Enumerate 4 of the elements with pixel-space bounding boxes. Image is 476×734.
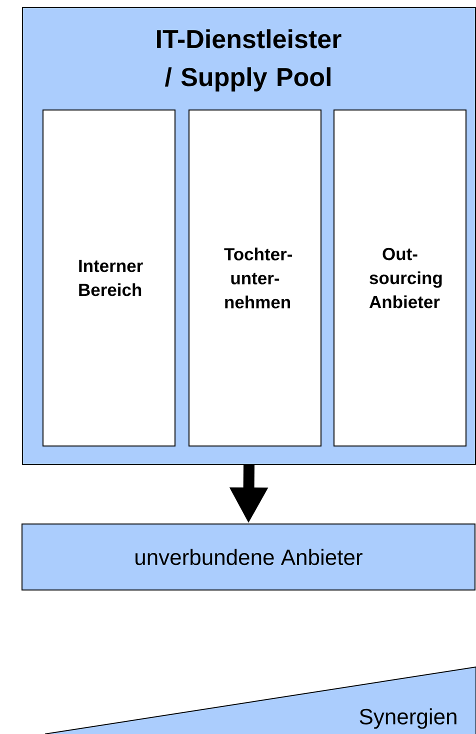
process-box: unverbundene Anbieter	[22, 524, 476, 590]
column-box: Out- sourcing Anbieter	[334, 110, 466, 446]
column-box: Tochter- unter- nehmen	[188, 110, 322, 446]
column-box: Interner Bereich	[42, 110, 176, 446]
